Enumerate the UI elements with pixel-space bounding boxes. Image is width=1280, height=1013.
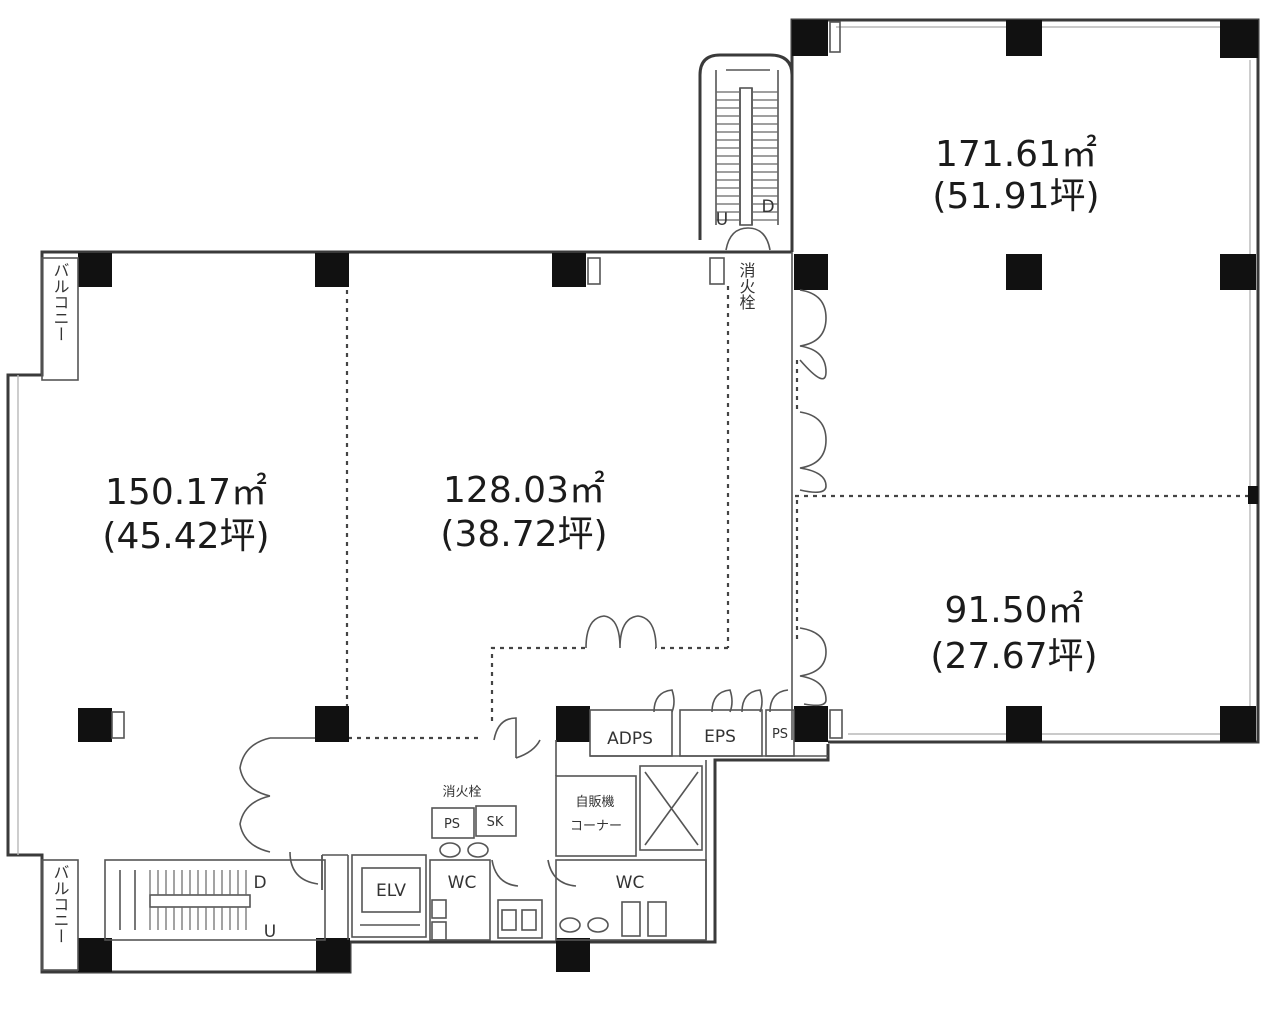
elevator-car bbox=[361, 867, 421, 913]
hydrant-label-top: 消火栓 bbox=[737, 262, 756, 310]
stair-top-up-label: U bbox=[716, 210, 728, 230]
stair-top-down-label: D bbox=[761, 197, 774, 217]
elevator-label: ELV bbox=[376, 881, 406, 901]
washbasins bbox=[439, 842, 609, 933]
room-c-area: 171.61㎡ bbox=[935, 133, 1097, 175]
balcony-bottom-label: バルコニー bbox=[51, 864, 70, 944]
stair-bottom-down-label: D bbox=[253, 873, 266, 893]
room-a-area: 150.17㎡ bbox=[105, 471, 267, 513]
room-c-tsubo: (51.91坪) bbox=[932, 176, 1099, 217]
door-stair-top bbox=[725, 227, 771, 251]
balcony-top bbox=[41, 257, 79, 381]
eps-label: EPS bbox=[704, 727, 736, 747]
wc-left-room bbox=[429, 859, 491, 941]
stair-bottom-up-label: U bbox=[264, 922, 276, 942]
structural-columns bbox=[78, 20, 1258, 972]
partition-b-bottom-2 bbox=[490, 646, 585, 724]
ps-shaft-label: PS bbox=[772, 727, 788, 742]
hydrant-label-bottom: 消火栓 bbox=[442, 785, 481, 800]
outer-wall-left-block bbox=[6, 250, 830, 974]
room-d-area: 91.50㎡ bbox=[944, 589, 1083, 631]
vending-label-1: 自販機 bbox=[575, 795, 614, 810]
sk-label: SK bbox=[487, 815, 504, 830]
adps-label: ADPS bbox=[607, 729, 653, 749]
vending-corner bbox=[555, 775, 637, 857]
vending-label-2: コーナー bbox=[570, 819, 622, 834]
ps-room bbox=[431, 807, 475, 839]
stair-bottom bbox=[104, 859, 326, 941]
balcony-bottom bbox=[41, 859, 79, 971]
outer-wall-right-block bbox=[790, 18, 1260, 744]
sk-room bbox=[475, 805, 517, 837]
room-d-tsubo: (27.67坪) bbox=[930, 636, 1097, 677]
stair-top bbox=[698, 53, 794, 240]
wc-right-fixtures bbox=[621, 901, 667, 937]
doors bbox=[239, 289, 827, 887]
wc-right-label: WC bbox=[616, 873, 645, 893]
wc-left-label: WC bbox=[448, 873, 477, 893]
elevator-shaft bbox=[351, 854, 427, 938]
room-b-area: 128.03㎡ bbox=[443, 469, 605, 511]
pilasters bbox=[111, 21, 843, 739]
ps-label: PS bbox=[444, 817, 460, 832]
void-shaft bbox=[639, 765, 703, 851]
wc-left-fixtures bbox=[431, 899, 543, 941]
room-a-tsubo: (45.42坪) bbox=[102, 516, 269, 557]
room-b-tsubo: (38.72坪) bbox=[440, 514, 607, 555]
balcony-top-label: バルコニー bbox=[51, 262, 70, 342]
